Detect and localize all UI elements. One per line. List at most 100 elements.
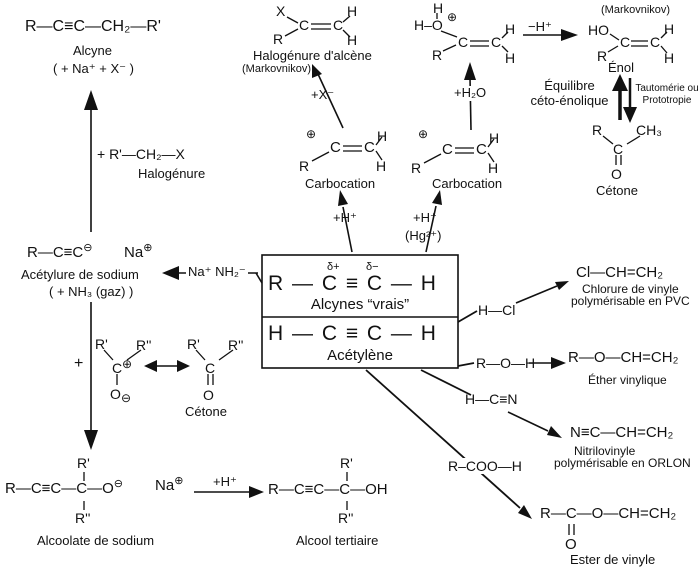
ester-bonds bbox=[568, 524, 575, 535]
hcl-product-desc2: polymérisable en PVC bbox=[571, 294, 690, 308]
protonation-left-label: +H⁺ bbox=[333, 210, 357, 225]
delta-plus: δ+ bbox=[327, 261, 340, 273]
oxo-h-tr: H bbox=[505, 21, 516, 37]
equilibrium-label-line2: céto-énolique bbox=[530, 92, 609, 108]
enol-markovnikov-note: (Markovnikov) bbox=[601, 4, 671, 16]
carbocation-right-label: Carbocation bbox=[432, 176, 503, 191]
ketone-r: R bbox=[592, 122, 603, 138]
carbocation-right-r: R bbox=[411, 160, 422, 176]
roh-product: R—O—CH=CH₂ bbox=[568, 349, 679, 366]
enol-c2: C bbox=[650, 34, 661, 50]
carbocation-left-c2: C bbox=[364, 139, 375, 156]
alcoolate-na: Na bbox=[155, 477, 175, 494]
hcn-reaction-arrow bbox=[420, 369, 562, 438]
resonance-left-r2: R'' bbox=[136, 337, 152, 353]
hcn-product: N≡C—CH=CH₂ bbox=[570, 424, 674, 441]
resonance-right-bonds bbox=[195, 349, 234, 385]
halide-r: R bbox=[273, 31, 284, 47]
alcoolate-r1: R' bbox=[77, 455, 90, 471]
alcool-r1: R' bbox=[340, 455, 353, 471]
hcl-reaction-arrow bbox=[457, 281, 569, 323]
mercury-catalyst-label: (Hg²⁺) bbox=[405, 228, 442, 243]
alcoolate-formula: R—C≡C—C—O⊖ bbox=[5, 478, 123, 497]
carbocation-left-r: R bbox=[299, 158, 310, 174]
carbocation-left-label: Carbocation bbox=[305, 176, 376, 191]
halide-attack-label: +X⁻ bbox=[311, 87, 335, 102]
halide-product-label: Halogénure d'alcène bbox=[253, 48, 372, 63]
carbocation-right-c2: C bbox=[476, 141, 487, 158]
alcool-label: Alcool tertiaire bbox=[296, 533, 379, 548]
equilibrium-label-line1: Équilibre bbox=[544, 78, 595, 93]
alcoolate-label: Alcoolate de sodium bbox=[37, 533, 155, 548]
carbocation-left-h-top: H bbox=[377, 128, 388, 144]
ketone-ch3: CH₃ bbox=[636, 122, 662, 138]
resonance-left-oxygen: O bbox=[110, 386, 121, 402]
amide-reagent: Na⁺ NH₂⁻ bbox=[186, 264, 248, 280]
carbocation-charge-icon: ⊕ bbox=[122, 357, 133, 371]
hcl-product: Cl—CH=CH₂ bbox=[576, 264, 664, 281]
resonance-right-r2: R'' bbox=[228, 337, 244, 353]
roh-reaction-arrow bbox=[457, 357, 566, 369]
protonation-right-label: +H⁺ bbox=[413, 210, 437, 225]
acetylide-base: R—C≡C bbox=[27, 244, 84, 261]
halide-attack-arrow bbox=[312, 64, 344, 129]
hcl-product-desc1: Chlorure de vinyle bbox=[582, 282, 679, 296]
ketone-label: Cétone bbox=[596, 183, 638, 198]
plus-sign: + bbox=[74, 355, 84, 372]
enol-c1: C bbox=[620, 34, 631, 50]
sodium-label: Na bbox=[124, 244, 144, 261]
carbocation-left-h-bottom: H bbox=[376, 158, 387, 174]
enol-ho: HO bbox=[588, 22, 609, 38]
oxocarbenium-bonds bbox=[436, 13, 509, 53]
true-alkyne-formula: R — C ≡ C — H bbox=[268, 272, 438, 295]
alcyne-ions: ( + Na⁺ + X⁻ ) bbox=[53, 61, 134, 76]
carbocation-left-charge-icon: ⊕ bbox=[306, 127, 317, 141]
carbocation-right-charge-icon: ⊕ bbox=[418, 127, 429, 141]
tautomerie-label-line1: Tautomérie ou bbox=[635, 83, 699, 94]
halide-x: X bbox=[276, 3, 286, 19]
enol-bonds bbox=[607, 31, 668, 54]
minus-charge-icon: ⊖ bbox=[83, 242, 93, 254]
delta-minus: δ− bbox=[366, 261, 379, 273]
resonance-right-carbon: C bbox=[205, 360, 216, 376]
equilibrium-up-arrow bbox=[612, 74, 628, 120]
carbocation-left-bonds bbox=[311, 136, 383, 162]
water-attack-label: +H₂O bbox=[452, 85, 489, 101]
halide-product-bonds bbox=[284, 15, 351, 38]
equilibrium-label: Équilibre céto-énolique bbox=[527, 78, 612, 109]
hcl-reagent: H—Cl bbox=[478, 302, 516, 318]
acetylene-formula: H — C ≡ C — H bbox=[268, 322, 438, 345]
acetylide-label: Acétylure de sodium bbox=[21, 267, 139, 282]
bottom-protonation-label: +H⁺ bbox=[213, 474, 237, 489]
resonance-arrow bbox=[144, 360, 190, 372]
tautomerie-label-line2: Prototropie bbox=[642, 94, 692, 106]
oxide-charge-icon: ⊖ bbox=[121, 391, 132, 405]
carbonyl-addition-arrow bbox=[84, 302, 98, 450]
carbocation-right-h-bottom: H bbox=[488, 160, 499, 176]
oxo-ho: H–O bbox=[414, 17, 443, 33]
acetylide-counterion: Na⊕ bbox=[124, 242, 152, 261]
rcooh-reagent: R–COO—H bbox=[446, 458, 524, 475]
ester-carbonyl-o: O bbox=[565, 536, 577, 553]
halide-c2: C bbox=[333, 17, 344, 33]
resonance-left-r1: R' bbox=[95, 336, 108, 352]
alkylation-reagent: + R'—CH₂—X bbox=[97, 146, 185, 162]
alkylation-reagent-label: Halogénure bbox=[138, 166, 206, 181]
resonance-left-bonds bbox=[103, 349, 142, 385]
enol-h-top: H bbox=[664, 21, 675, 37]
oxo-c1: C bbox=[458, 34, 469, 50]
central-box-frame bbox=[261, 254, 459, 369]
oxo-charge-icon: ⊕ bbox=[447, 10, 458, 24]
alcyne-label: Alcyne bbox=[73, 43, 113, 58]
halide-h-top: H bbox=[347, 3, 358, 19]
alcoolate-r2: R'' bbox=[75, 510, 91, 526]
oxo-h-br: H bbox=[505, 50, 516, 66]
halide-h-bottom: H bbox=[347, 32, 358, 48]
bottom-protonation-arrow bbox=[194, 486, 264, 498]
acetylene-label: Acétylène bbox=[327, 347, 393, 364]
hcn-reagent: H—C≡N bbox=[465, 391, 518, 407]
resonance-ketone-label: Cétone bbox=[185, 404, 227, 419]
acetylide-formula: R—C≡C⊖ bbox=[27, 242, 93, 261]
